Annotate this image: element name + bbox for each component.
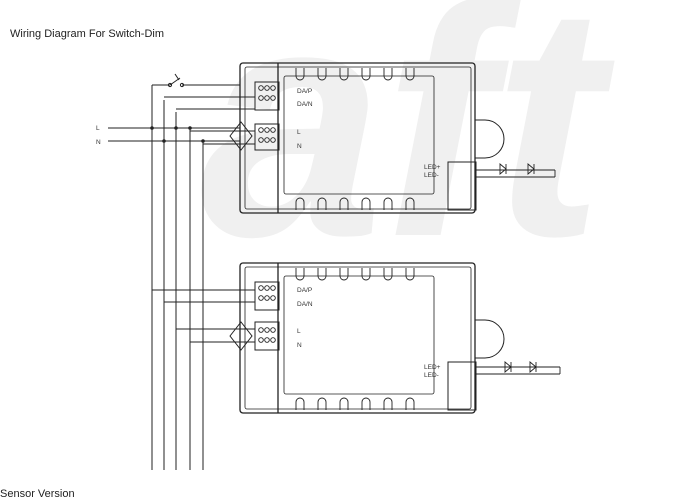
terminal-screw [258,127,264,133]
terminal-screw [264,295,270,301]
terminal-screw [270,137,276,143]
driver-1-top-vents [295,68,415,81]
driver-2-dap-label: DA/P [297,287,312,294]
terminal-screw [258,327,264,333]
terminal-screw [258,95,264,101]
driver-2-top-vents [295,268,415,281]
driver-2-dan-label: DA/N [297,301,313,308]
terminal-screw [270,127,276,133]
driver-2-l-label: L [297,328,301,335]
diagram-title: Wiring Diagram For Switch-Dim [10,28,165,40]
driver-1-l-label: L [297,129,301,136]
junction-dot [174,126,178,130]
junction-dot [201,139,205,143]
driver-2 [229,262,561,414]
terminal-screw [258,337,264,343]
terminal-screw [270,327,276,333]
driver-2-inner-case [244,266,472,410]
driver-2-n-label: N [297,342,302,349]
driver-1-case [239,62,476,214]
terminal-screw [264,137,270,143]
switch-contact-b [179,82,185,88]
terminal-screw [258,137,264,143]
terminal-screw [270,85,276,91]
driver-2-label-area [283,275,435,395]
driver-2-dali-block [254,281,280,311]
driver-2-bottom-vents [295,397,415,410]
driver-2-led-minus-label: LED- [424,372,439,379]
driver-2-case [239,262,476,414]
terminal-screw [264,95,270,101]
mains-n-label: N [96,139,101,146]
junction-dot [162,139,166,143]
driver-1-bottom-vents [295,197,415,210]
driver-1-led-diodes [499,163,535,175]
terminal-screw [258,295,264,301]
terminal-screw [270,295,276,301]
driver-1-mount-tab [229,121,253,151]
terminal-screw [270,285,276,291]
terminal-screw [264,127,270,133]
driver-2-mains-block [254,321,280,351]
junction-dot [188,126,192,130]
terminal-screw [264,285,270,291]
driver-1-output-block [447,161,477,211]
terminal-screw [264,85,270,91]
terminal-screw [258,285,264,291]
terminal-screw [258,85,264,91]
driver-1-clamp [475,119,505,159]
driver-1-dan-label: DA/N [297,101,313,108]
driver-1-n-label: N [297,143,302,150]
junction-dot [150,126,154,130]
driver-2-clamp [475,319,505,359]
driver-2-led-diodes [504,361,537,373]
driver-1 [229,62,556,214]
driver-2-led-plus-label: LED+ [424,364,441,371]
terminal-screw [264,337,270,343]
driver-2-mount-tab [229,321,253,351]
next-section-heading: Sensor Version [0,488,75,500]
watermark: aft [200,0,617,305]
driver-1-led-plus-label: LED+ [424,164,441,171]
switch-mark [174,73,180,81]
driver-1-mains-block [254,123,280,151]
mains-l-label: L [96,125,100,132]
terminal-screw [264,327,270,333]
terminal-screw [270,95,276,101]
driver-2-output-block [447,361,477,411]
terminal-screw [270,337,276,343]
switch-contact-a [167,82,173,88]
driver-1-led-minus-label: LED- [424,172,439,179]
driver-1-inner-case [244,66,472,210]
driver-1-label-area [283,75,435,195]
driver-1-dap-label: DA/P [297,88,312,95]
driver-1-dali-block [254,81,280,111]
